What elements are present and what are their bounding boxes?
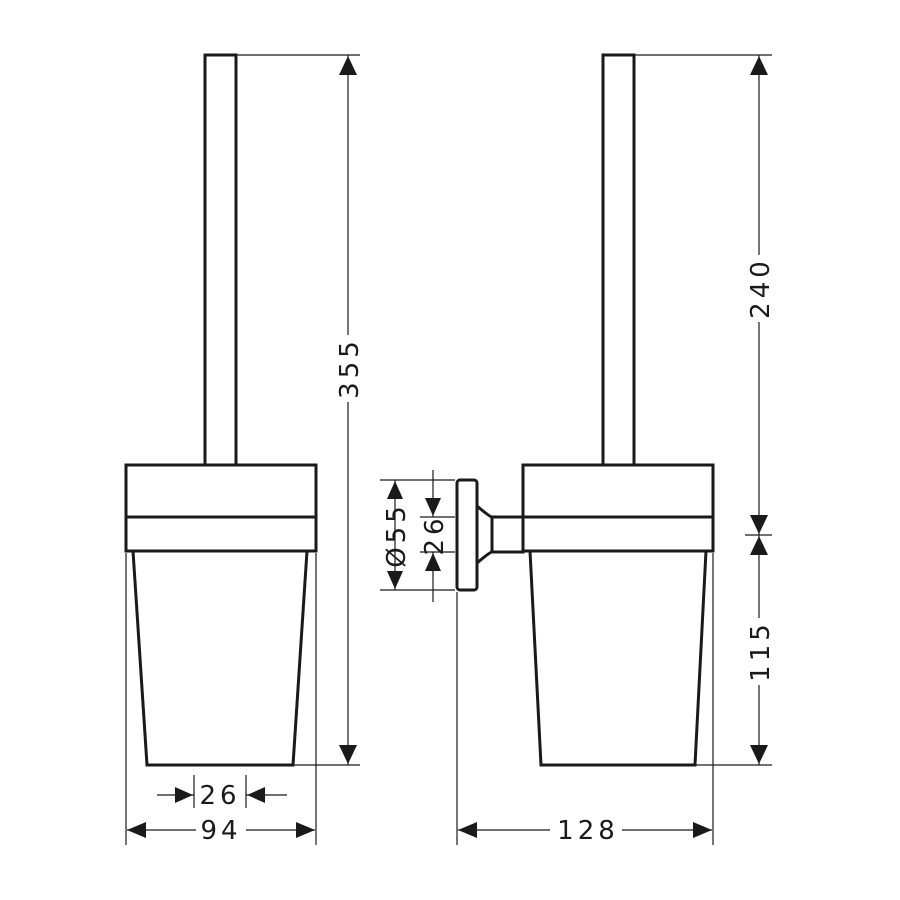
- dim-label-115: 115: [746, 620, 776, 682]
- dim-label-240: 240: [746, 257, 776, 319]
- arrow-240-bottom: [750, 515, 768, 534]
- arrow-26-right: [247, 787, 265, 803]
- arrow-94-right: [296, 822, 315, 838]
- dim-side-upper-height: 240: [634, 54, 776, 536]
- arrow-355-top: [339, 56, 357, 75]
- dim-label-355: 355: [335, 337, 365, 399]
- dim-label-d55: Ø55: [382, 502, 412, 568]
- wall-post: [490, 515, 525, 554]
- front-holder-ring: [124, 515, 318, 553]
- dim-wall-post-width: 26: [420, 470, 455, 602]
- dim-label-94: 94: [200, 816, 241, 846]
- wall-post-flare: [476, 504, 494, 565]
- front-brush-handle: [203, 53, 238, 467]
- dim-front-handle-width: 26: [157, 775, 287, 811]
- dim-front-width: 94: [125, 553, 317, 846]
- dim-front-total-height: 355: [236, 54, 365, 766]
- dim-wall-plate-diameter: Ø55: [380, 479, 455, 591]
- arrow-26-left: [175, 787, 193, 803]
- side-view: [455, 53, 715, 767]
- wall-plate: [455, 478, 479, 592]
- dim-label-post-26: 26: [420, 514, 450, 555]
- front-view: [124, 53, 318, 767]
- dim-side-depth: 128: [456, 553, 714, 846]
- arrow-94-left: [127, 822, 146, 838]
- dim-label-front-26: 26: [199, 781, 240, 811]
- arrow-d55-bottom: [387, 571, 403, 589]
- arrow-115-top: [750, 536, 768, 555]
- side-glass-cup: [528, 550, 708, 767]
- arrow-355-bottom: [339, 745, 357, 764]
- side-holder-ring: [521, 515, 715, 553]
- dim-side-lower-height: 115: [695, 535, 776, 766]
- arrow-post26-top: [425, 498, 441, 516]
- arrow-115-bottom: [750, 745, 768, 764]
- arrow-128-left: [458, 822, 477, 838]
- arrow-240-top: [750, 56, 768, 75]
- side-brush-handle: [601, 53, 636, 467]
- arrow-128-right: [693, 822, 712, 838]
- dim-label-128: 128: [557, 816, 619, 846]
- arrow-post26-bottom: [425, 553, 441, 571]
- side-lid: [521, 463, 715, 519]
- front-lid: [124, 463, 318, 519]
- front-glass-cup: [131, 550, 309, 767]
- arrow-d55-top: [387, 481, 403, 499]
